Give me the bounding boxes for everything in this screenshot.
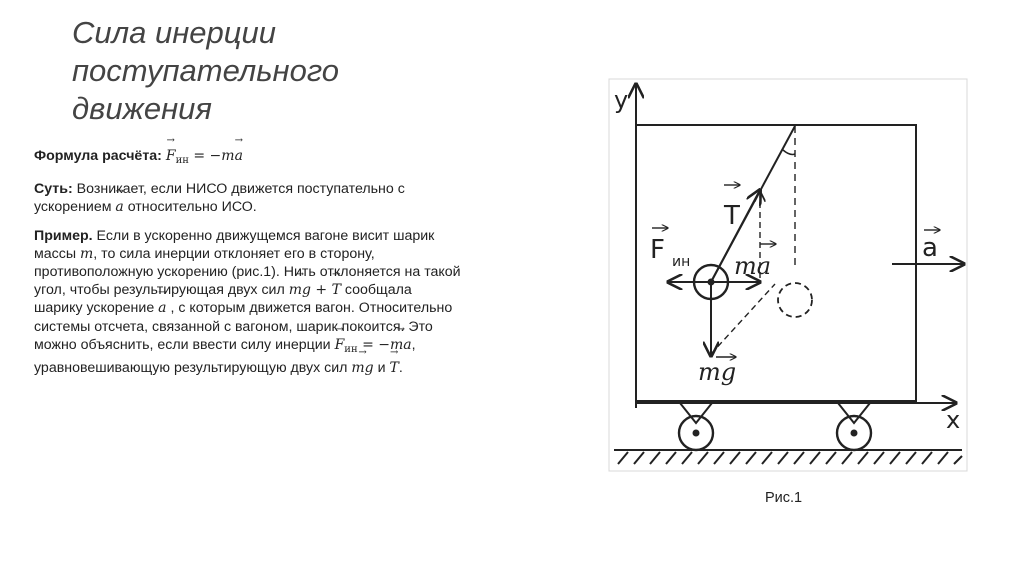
label-F-subscript: ин xyxy=(672,254,690,270)
label-F: F ин xyxy=(650,228,690,270)
essence-paragraph: Суть: Возникает, если НИСО движется пост… xyxy=(34,180,464,216)
title-line-2: поступательного xyxy=(72,53,340,88)
formula-label: Формула расчёта: xyxy=(34,148,162,164)
essence-text-1: Возникает, если НИСО движется поступател… xyxy=(34,181,405,216)
essence-acceleration: a xyxy=(115,187,124,216)
example-text-1: Если в ускоренно движущемся вагоне висит… xyxy=(34,227,435,262)
figure-wagon-pendulum: y x T xyxy=(608,78,968,472)
example-label: Пример. xyxy=(34,227,93,244)
resultant-dashed-line xyxy=(710,283,776,355)
essence-label: Суть: xyxy=(34,181,73,198)
label-ma: ma xyxy=(734,244,776,280)
example-mg-1: mg xyxy=(289,270,312,299)
formula-force-subscript: ин xyxy=(175,155,189,166)
example-text-5: , уравновешивающую результирующую двух с… xyxy=(34,336,416,377)
example-plus: + xyxy=(310,282,332,299)
title-line-3: движения xyxy=(72,91,212,126)
example-T-1: T xyxy=(332,270,342,299)
rest-position-ball xyxy=(777,282,813,318)
formula-acceleration: a xyxy=(235,136,244,165)
formula-force-symbol: F xyxy=(166,136,176,165)
ground xyxy=(614,449,963,465)
label-a-text: a xyxy=(922,233,938,263)
x-axis-label: x xyxy=(946,406,960,434)
label-a: a xyxy=(922,230,940,263)
formula-mass: m xyxy=(221,148,235,164)
example-T-2: T xyxy=(389,348,399,377)
example-mg-2: mg xyxy=(351,348,374,377)
essence-text-2: относительно ИСО. xyxy=(123,199,257,216)
y-axis-label: y xyxy=(614,86,628,114)
title-line-1: Сила инерции xyxy=(72,15,276,50)
label-mg: mg xyxy=(698,357,736,386)
example-and: и xyxy=(373,360,390,377)
label-T-text: T xyxy=(723,201,740,231)
formula-expression: Fин = −ma xyxy=(166,136,244,166)
example-acceleration: a xyxy=(158,288,167,317)
formula-equals: = − xyxy=(193,148,222,164)
wheel-left xyxy=(677,402,715,452)
slide-title: Сила инерции поступательного движения xyxy=(72,14,452,128)
figure-caption: Рис.1 xyxy=(765,490,803,506)
label-F-text: F xyxy=(650,235,665,265)
deflection-angle-arc xyxy=(782,149,796,156)
wheel-right xyxy=(835,402,873,452)
label-T: T xyxy=(723,185,740,231)
example-mass: m xyxy=(79,245,94,262)
label-mg-text: mg xyxy=(698,358,736,386)
formula-paragraph: Формула расчёта: Fин = −ma xyxy=(34,136,464,170)
example-end: . xyxy=(398,360,403,377)
example-text-4: , с которым движется вагон. Относительно… xyxy=(34,300,453,353)
example-paragraph: Пример. Если в ускоренно движущемся ваго… xyxy=(34,227,464,378)
example-text-3: сообщала шарику ускорение xyxy=(34,282,412,317)
slide-body: Формула расчёта: Fин = −ma Суть: Возника… xyxy=(34,136,464,387)
example-inertia-force: F xyxy=(335,325,345,354)
figure-frame xyxy=(608,78,968,472)
tension-vector xyxy=(710,190,760,283)
label-ma-text: ma xyxy=(734,252,771,280)
